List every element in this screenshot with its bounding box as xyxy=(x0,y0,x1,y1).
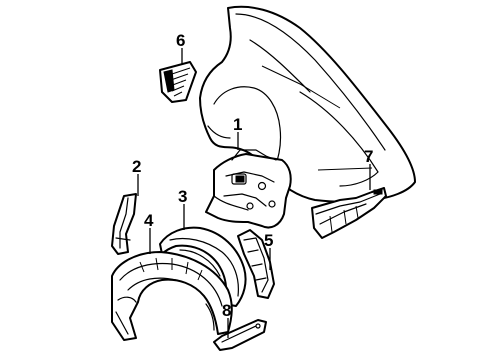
vent-grille-part-6 xyxy=(159,61,197,103)
leader-lines xyxy=(137,48,371,338)
side-rail-part-5 xyxy=(237,229,275,299)
callout-4: 4 xyxy=(144,211,154,230)
callout-7: 7 xyxy=(364,147,373,166)
callout-8: 8 xyxy=(222,301,231,320)
strip-bracket-part-2 xyxy=(111,193,137,255)
inner-bracket-part-1 xyxy=(205,149,292,229)
callout-3: 3 xyxy=(178,187,187,206)
rear-bracket-part-7 xyxy=(311,187,387,239)
callout-1: 1 xyxy=(233,115,242,134)
callout-6: 6 xyxy=(176,31,185,50)
callout-5: 5 xyxy=(264,231,273,250)
callout-2: 2 xyxy=(132,157,141,176)
quarter-panel xyxy=(199,5,416,203)
wheelhouse-part-4 xyxy=(111,251,233,341)
